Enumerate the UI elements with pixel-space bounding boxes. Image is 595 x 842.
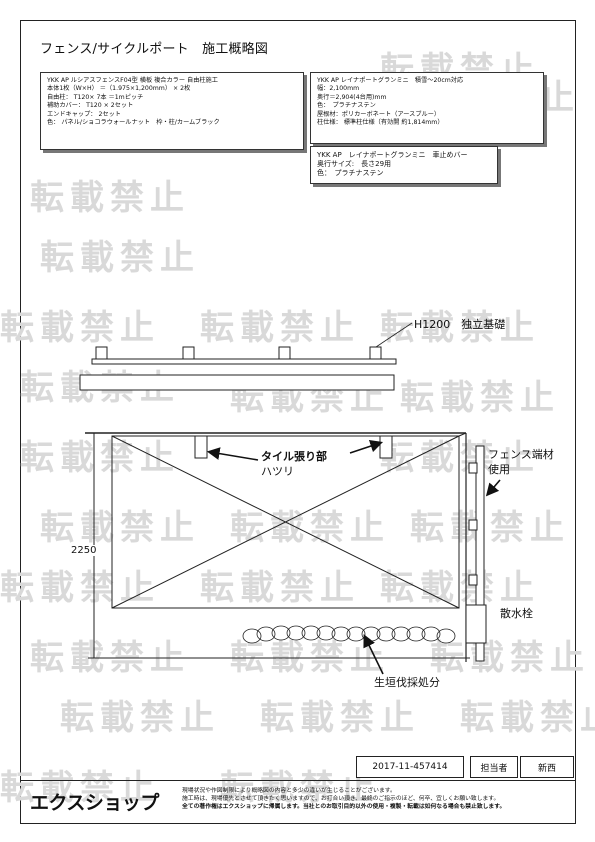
spec-box-fence: YKK AP ルシアスフェンスF04型 横板 複合カラー 自由柱施工本体1枚（W… (40, 72, 304, 150)
watermark-text: 転載禁止 (260, 698, 420, 738)
watermark-text: 転載禁止 (410, 508, 570, 548)
watermark-text: 転載禁止 (380, 308, 540, 348)
spec-line: 色： プラチナステン (317, 169, 384, 177)
dimension-label: 2250 (71, 545, 97, 556)
spec-line: 色： パネル/ショコラウォールナット 枠・柱/カームブラック (47, 119, 220, 127)
spec-line: 自由柱： T120× 7本 ＝1mピッチ (47, 93, 144, 101)
watermark-text: 転載禁止 (0, 308, 160, 348)
fence-top-bar (91, 358, 397, 365)
h1200-label: H1200 独立基礎 (414, 318, 506, 331)
foundation-label: 独立基礎 (461, 318, 506, 331)
watermark-text: 転載禁止 (60, 698, 220, 738)
spec-line: 幅：2,100mm (317, 85, 360, 93)
faucet-label: 散水栓 (500, 607, 533, 620)
spec-line: 奥行＝2,904(4台用)mm (317, 93, 387, 101)
fence-end-label: フェンス端材 (488, 448, 554, 461)
fence-end-arrow (485, 479, 501, 497)
hedge-label: 生垣伐採処分 (374, 676, 440, 689)
hedge (242, 625, 456, 644)
spec-line: 奥行サイズ: 長さ29用 (317, 160, 392, 168)
doc-id-box: 2017-11-457414 (356, 756, 464, 778)
fence-post (182, 346, 195, 361)
hatsuri-label: ハツリ (261, 465, 294, 478)
page-title: フェンス/サイクルポート 施工概略図 (40, 42, 269, 57)
watermark-text: 転載禁止 (40, 508, 200, 548)
footer-note: 全ての著作権はエクスショップに帰属します。当社とのお取引目的以外の使用・複製・転… (182, 804, 506, 810)
spec-line: YKK AP ルシアスフェンスF04型 横板 複合カラー 自由柱施工 (47, 77, 218, 84)
staff-name-box: 新西 (520, 756, 574, 778)
plan-view (85, 432, 487, 662)
watermark-text: 転載禁止 (0, 568, 160, 608)
tile-cutout (379, 435, 393, 459)
cross-line (111, 435, 460, 609)
fence-post (95, 346, 108, 361)
tile-label: タイル張り部 (261, 450, 327, 463)
small-post (468, 462, 478, 474)
tile-arrow-right (349, 439, 384, 454)
spec-line: YKK AP レイナポートグランミニ 積雪～20cm対応 (317, 77, 464, 84)
spec-box-stopper: YKK AP レイナポートグランミニ 車止めバー奥行サイズ: 長さ29用色： プ… (310, 146, 498, 184)
small-post (468, 519, 478, 531)
watermark-text: 転載禁止 (220, 768, 380, 808)
footer-note: 現場状況や作図制限により概略図の内容と多少の違いが生じることがございます。 (182, 788, 396, 794)
watermark-text: 転載禁止 (380, 438, 540, 478)
h1200-leader (375, 322, 413, 348)
footer (20, 780, 576, 824)
watermark-text: 転載禁止 (0, 768, 160, 808)
footer-notes: 現場状況や作図制限により概略図の内容と多少の違いが生じることがございます。 施工… (182, 787, 505, 811)
arrows (206, 439, 501, 675)
faucet-box (465, 604, 487, 644)
watermark-text: 転載禁止 (400, 378, 560, 418)
spec-line: YKK AP レイナポートグランミニ 車止めバー (317, 151, 468, 159)
foundation-beam (79, 374, 395, 391)
fence-end-post (475, 445, 485, 662)
used-label: 使用 (488, 463, 510, 476)
spec-line: 屋根材：ポリカーボネート（アースブルー） (317, 110, 441, 118)
staff-label-box: 担当者 (470, 756, 518, 778)
watermark-text: 転載禁止 (200, 308, 360, 348)
watermark-text: 転載禁止 (30, 178, 190, 218)
watermark-text: 転載禁止 (380, 568, 540, 608)
watermark-text: 転載禁止 (40, 238, 200, 278)
company-logo: エクスショップ (30, 792, 159, 814)
carport-area (111, 435, 460, 609)
watermark-text: 転載禁止 (200, 568, 360, 608)
tile-cutout (194, 435, 208, 459)
doc-id: 2017-11-457414 (372, 762, 448, 772)
tile-arrow-left (206, 447, 259, 461)
watermark-text: 転載禁止 (230, 508, 390, 548)
fence-elevation (79, 346, 397, 391)
watermark-text: 転載禁止 (460, 698, 595, 738)
spec-line: 柱仕様： 標準柱仕様（有効開 約1,814mm） (317, 119, 444, 127)
spec-line: 補助カバー： T120 × 2セット (47, 102, 134, 110)
staff-label: 担当者 (480, 763, 508, 774)
spec-line: エンドキャップ： 2セット (47, 110, 121, 118)
footer-note: 施工時は、現場優先とさせて頂きたく思いますので、お打合い頂き、最終のご指示のほど… (182, 796, 500, 802)
fence-post (278, 346, 291, 361)
fence-post (369, 346, 382, 361)
staff-name: 新西 (537, 763, 556, 774)
page-frame (20, 20, 576, 824)
small-post (468, 574, 478, 586)
watermark-text: 転載禁止 (20, 438, 180, 478)
spec-line: 色： プラチナステン (317, 102, 376, 110)
hedge-arrow (363, 634, 384, 675)
spec-line: 本体1枚（W×H） ＝（1.975×1,200mm） × 2枚 (47, 85, 191, 93)
